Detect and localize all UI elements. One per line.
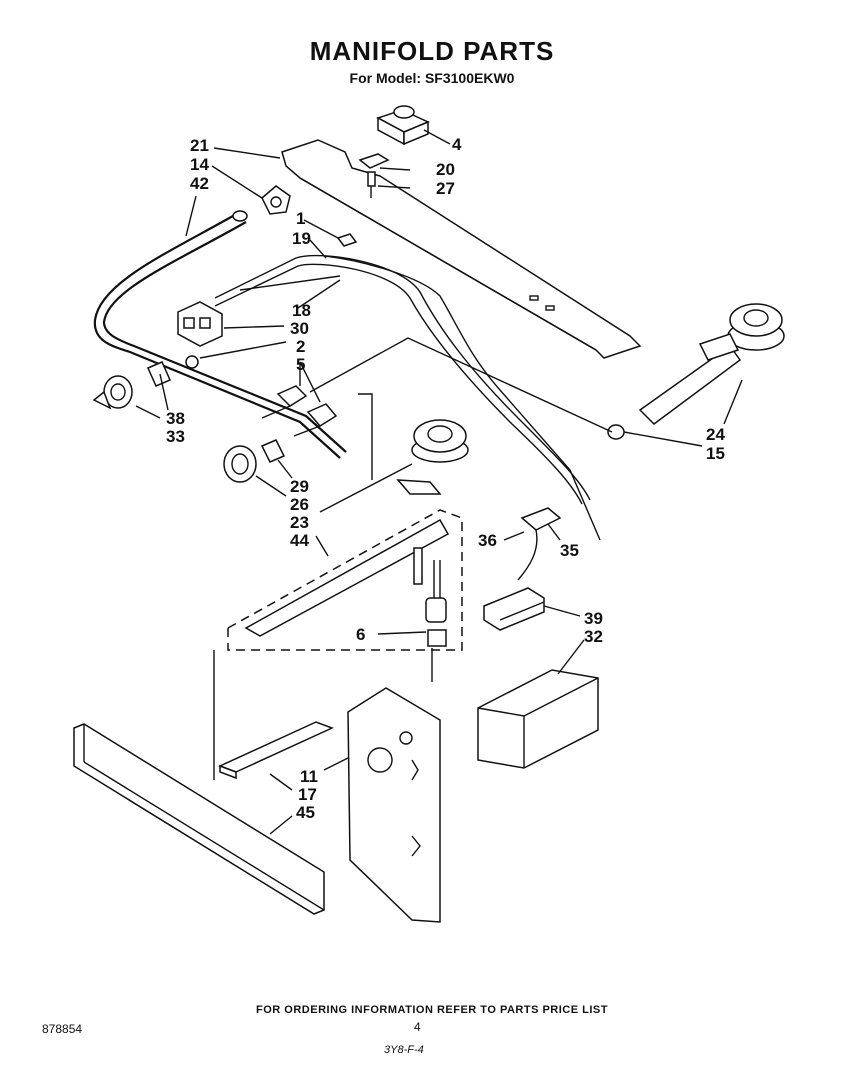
callout-1: 1: [296, 209, 305, 228]
callout-21: 21: [190, 136, 209, 155]
part-32-enclosure: [477, 669, 599, 769]
callout-27: 27: [436, 179, 455, 198]
part-1-clip: [336, 233, 358, 247]
part-26-bezel: [260, 439, 286, 463]
callout-32: 32: [584, 627, 603, 646]
side-panel: [347, 687, 441, 923]
callout-11: 11: [300, 767, 318, 786]
callout-23: 23: [290, 513, 309, 532]
connector-lines: [309, 337, 613, 480]
callout-26: 26: [290, 495, 309, 514]
callout-35: 35: [560, 541, 579, 560]
callout-20: 20: [436, 160, 455, 179]
model-subtitle: For Model: SF3100EKW0: [349, 70, 515, 86]
callout-6: 6: [356, 625, 365, 644]
part-14-bracket: [261, 185, 291, 215]
callout-18: 18: [292, 301, 311, 320]
part-42-gas-tube: [93, 210, 347, 459]
part-38-knob: [92, 375, 133, 410]
callout-24: 24: [706, 425, 725, 444]
part-11-rail: [218, 721, 334, 780]
part-24-burner: [638, 303, 785, 425]
part-18-burner-tube: [239, 275, 341, 291]
callout-19: 19: [292, 229, 311, 248]
part-45-front-rail: [73, 723, 325, 915]
handwritten-code: 3Y8-F-4: [384, 1044, 424, 1056]
callout-38: 38: [166, 409, 185, 428]
part-39-spark-module: [483, 587, 545, 631]
ordering-note: FOR ORDERING INFORMATION REFER TO PARTS …: [256, 1004, 608, 1016]
callout-14: 14: [190, 155, 209, 174]
callout-17: 17: [298, 785, 317, 804]
callout-30: 30: [290, 319, 309, 338]
part-30-valve: [177, 301, 223, 347]
callout-15: 15: [706, 444, 725, 463]
part-20-clip: [358, 153, 390, 169]
leader-lines: [135, 129, 743, 835]
part-2-nut: [185, 355, 199, 369]
part-21-manifold-bracket: [281, 139, 642, 359]
page-title: MANIFOLD PARTS: [309, 36, 555, 66]
callout-42: 42: [190, 174, 209, 193]
part-44-burner-base: [227, 509, 463, 651]
callout-4: 4: [452, 135, 462, 154]
callout-45: 45: [296, 803, 315, 822]
part-23-burner: [396, 419, 469, 495]
part-33-clip: [147, 361, 171, 387]
callout-2: 2: [296, 337, 305, 356]
callouts: 21 14 42 1 19 4 20 27 18 30 2 5 38 33 29…: [166, 135, 725, 822]
part-27-screw: [367, 171, 376, 198]
part-4-drawing: [376, 105, 430, 146]
callout-29: 29: [290, 477, 309, 496]
callout-44: 44: [290, 531, 309, 550]
callout-36: 36: [478, 531, 497, 550]
part-29-knob: [223, 445, 257, 483]
part-35-switch: [517, 507, 562, 581]
callout-39: 39: [584, 609, 603, 628]
callout-33: 33: [166, 427, 185, 446]
part-5-valve: [261, 385, 338, 437]
part-6-electrode: [425, 560, 447, 647]
document-number: 878854: [42, 1022, 83, 1036]
page-number: 4: [414, 1020, 421, 1034]
callout-5: 5: [296, 355, 305, 374]
